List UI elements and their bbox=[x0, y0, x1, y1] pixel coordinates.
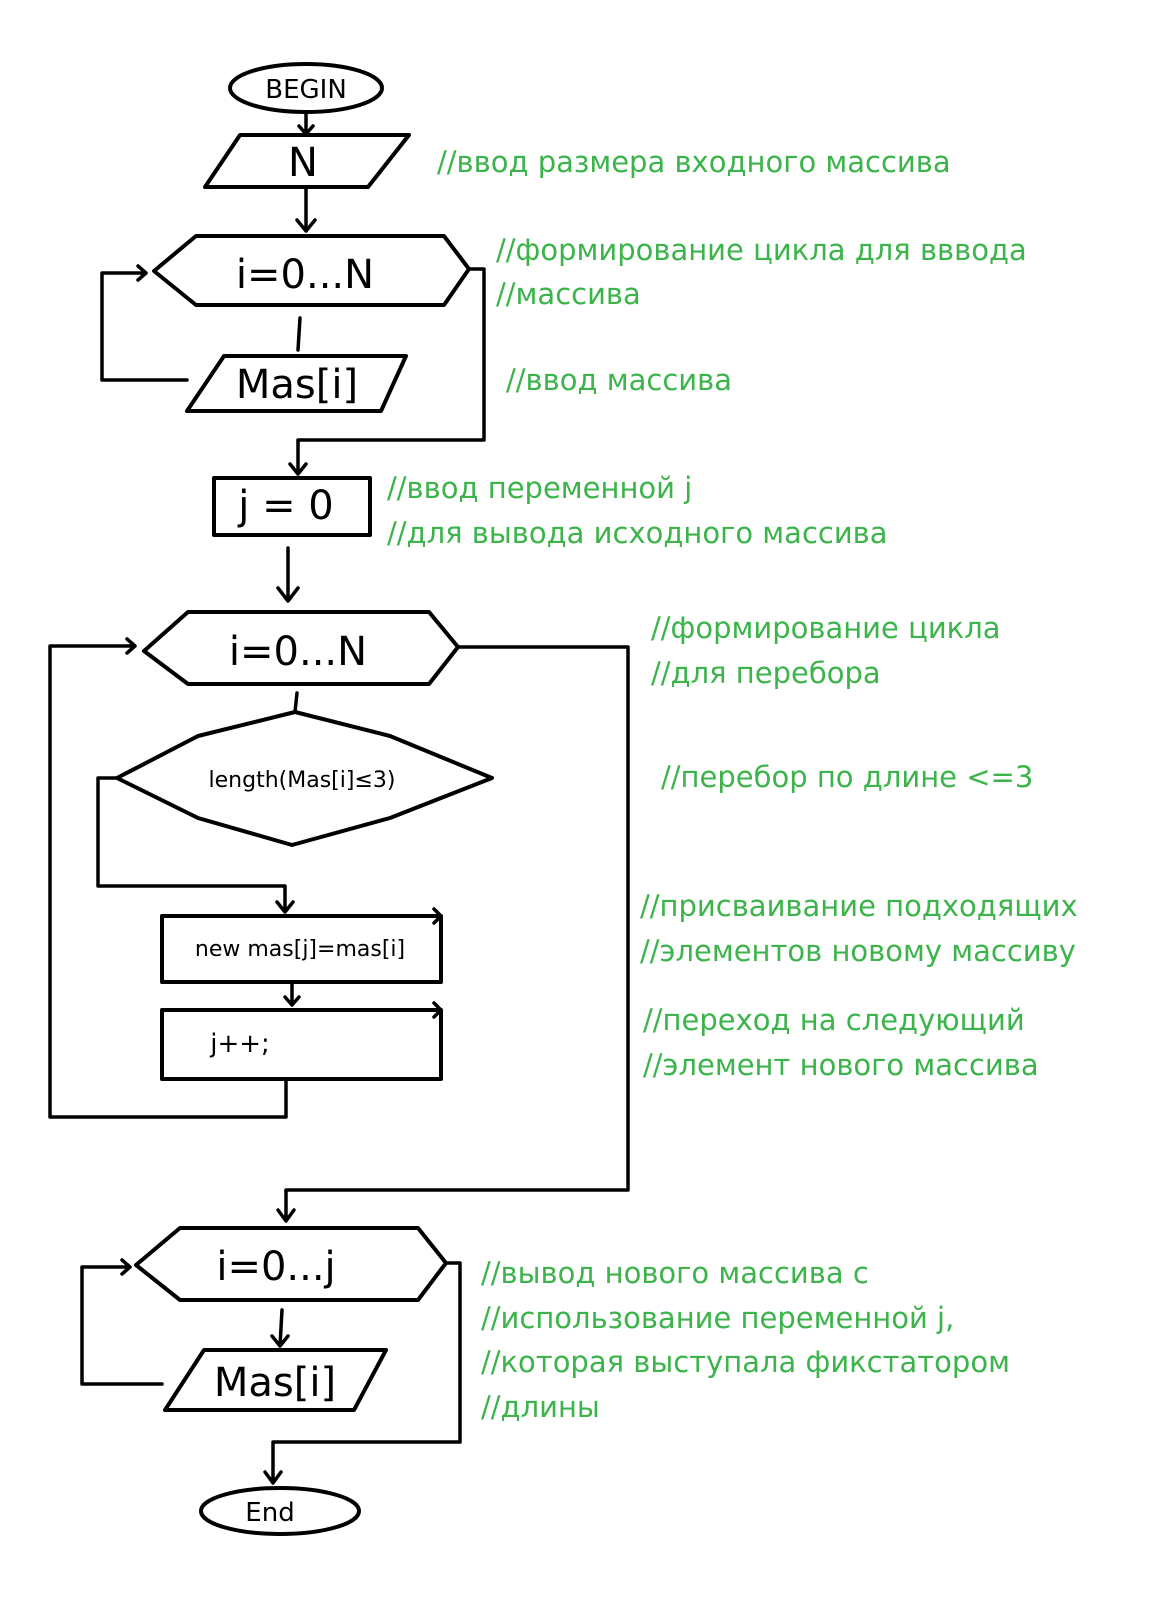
comment-loop2-line1: //формирование цикла bbox=[651, 611, 1001, 645]
edge-loop2-to-cond bbox=[293, 691, 299, 714]
comment-loop2-line2: //для перебора bbox=[651, 656, 881, 690]
edge-cond-to-assign bbox=[96, 776, 295, 914]
loop3-label: i=0...j bbox=[216, 1244, 335, 1290]
begin-label: BEGIN bbox=[265, 75, 347, 105]
increment-node: j++; bbox=[160, 1008, 443, 1081]
loop1-label: i=0...N bbox=[236, 252, 374, 298]
loop2-node: i=0...N bbox=[142, 610, 460, 686]
comment-condition: //перебор по длине <=3 bbox=[661, 760, 1033, 794]
end-terminator: End bbox=[199, 1486, 361, 1536]
loop2-label: i=0...N bbox=[229, 629, 367, 675]
comment-loop1-line2: //массива bbox=[496, 277, 641, 311]
begin-terminator: BEGIN bbox=[228, 62, 384, 114]
comment-j-line1: //ввод переменной j bbox=[387, 471, 692, 505]
edge-loop3-to-output bbox=[270, 1308, 290, 1348]
edge-loop3-exit bbox=[263, 1261, 462, 1485]
assign-j-node: j = 0 bbox=[212, 476, 372, 537]
output-mas-node: Mas[i] bbox=[163, 1348, 388, 1412]
edge-loop1-exit bbox=[288, 267, 486, 476]
input-mas-node: Mas[i] bbox=[185, 354, 408, 413]
assign-new-label: new mas[j]=mas[i] bbox=[195, 937, 405, 962]
comment-loop1-line1: //формирование цикла для вввода bbox=[496, 233, 1027, 267]
input-mas-label: Mas[i] bbox=[236, 362, 358, 408]
comment-assign-line2: //элементов новому массиву bbox=[640, 934, 1076, 968]
edge-loop2-back bbox=[48, 637, 288, 1119]
end-label: End bbox=[245, 1498, 294, 1528]
comment-output-line1: //вывод нового массива с bbox=[481, 1256, 869, 1290]
assign-j-label: j = 0 bbox=[237, 483, 334, 529]
edge-tick-assign bbox=[432, 907, 443, 925]
comments: //ввод размера входного массива //формир… bbox=[387, 145, 1078, 1424]
condition-label: length(Mas[i]≤3) bbox=[209, 768, 396, 793]
condition-node: length(Mas[i]≤3) bbox=[115, 710, 494, 847]
edge-loop3-back bbox=[80, 1258, 164, 1386]
comment-output-line3: //которая выступала фикстатором bbox=[481, 1345, 1010, 1379]
edge-assign-to-loop2 bbox=[276, 546, 300, 603]
edge-input-to-loop1 bbox=[295, 187, 317, 233]
loop1-node: i=0...N bbox=[152, 234, 471, 307]
output-mas-label: Mas[i] bbox=[214, 1360, 336, 1406]
input-n-node: N bbox=[203, 133, 411, 189]
edge-loop1-back bbox=[100, 264, 189, 382]
edge-loop1-to-mas bbox=[296, 316, 302, 352]
edge-assign-to-increment bbox=[283, 982, 301, 1007]
comment-j-line2: //для вывода исходного массива bbox=[387, 516, 888, 550]
edge-begin-to-input bbox=[297, 110, 315, 136]
comment-output-line2: //использование переменной j, bbox=[481, 1301, 954, 1335]
comment-increment-line2: //элемент нового массива bbox=[643, 1048, 1039, 1082]
comment-input-array: //ввод массива bbox=[506, 363, 732, 397]
edge-tick-increment bbox=[432, 1001, 443, 1019]
comment-input-size: //ввод размера входного массива bbox=[437, 145, 951, 179]
input-n-label: N bbox=[288, 140, 318, 186]
assign-new-node: new mas[j]=mas[i] bbox=[160, 914, 443, 984]
edge-loop2-exit bbox=[276, 645, 630, 1223]
comment-output-line4: //длины bbox=[481, 1390, 600, 1424]
connectors bbox=[48, 110, 630, 1485]
increment-label: j++; bbox=[209, 1029, 270, 1059]
comment-assign-line1: //присваивание подходящих bbox=[640, 889, 1078, 923]
comment-increment-line1: //переход на следующий bbox=[643, 1003, 1025, 1037]
loop3-node: i=0...j bbox=[134, 1226, 448, 1302]
